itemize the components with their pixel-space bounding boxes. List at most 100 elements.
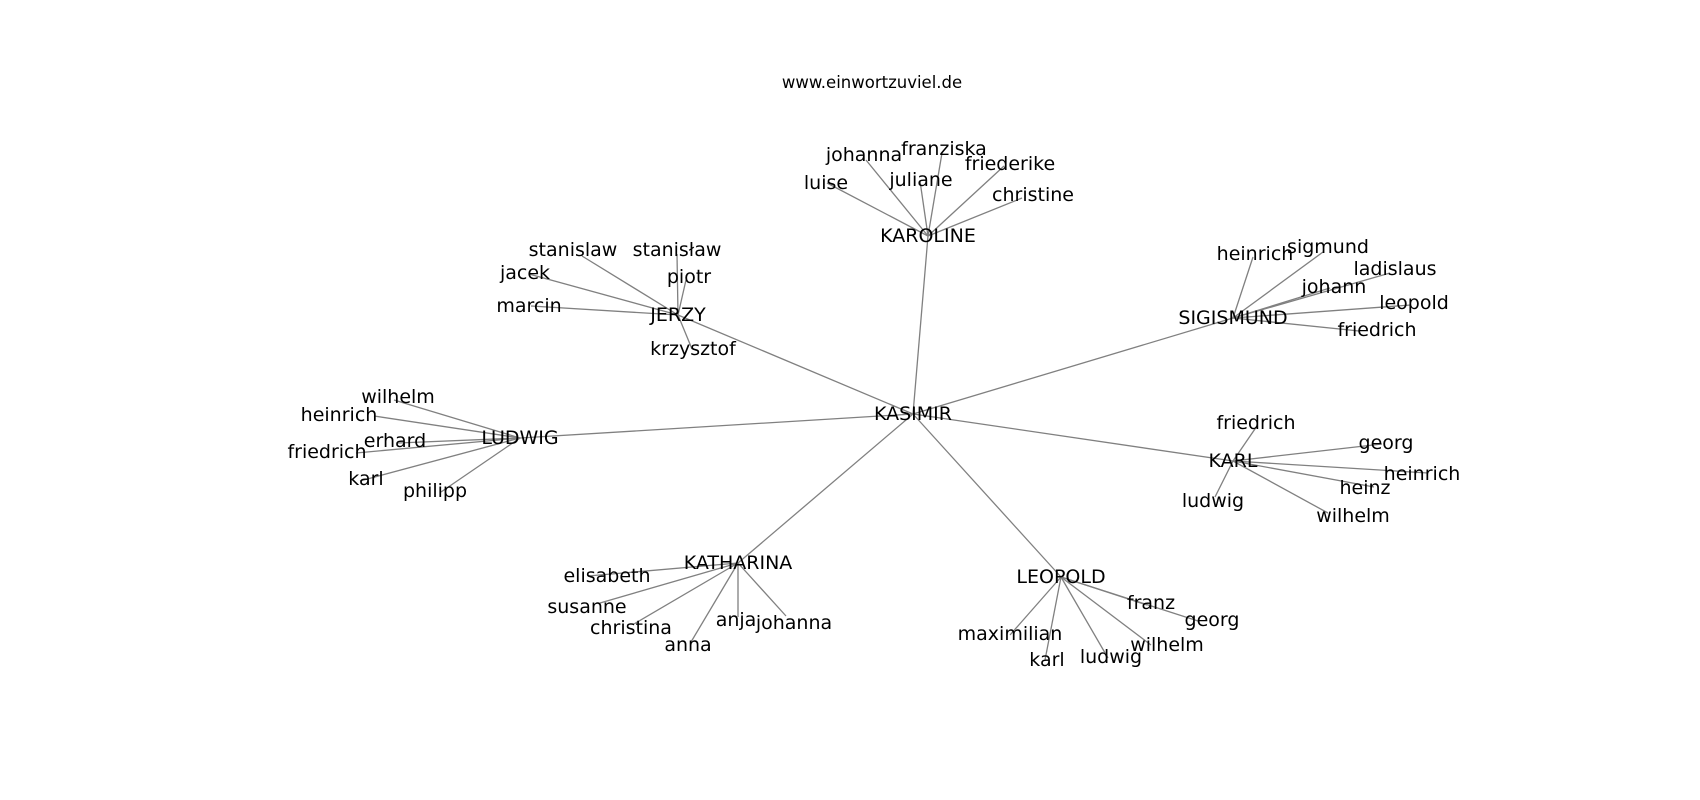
node-label-leopold-leaf-0: franz	[1127, 592, 1175, 614]
edge-katharina-4	[737, 562, 787, 617]
edge-root-katharina	[737, 413, 914, 564]
edge-leopold-1	[1060, 576, 1199, 622]
node-label-jerzy-leaf-3: piotr	[667, 266, 711, 288]
node-label-ludwig-leaf-5: philipp	[403, 480, 467, 502]
edge-jerzy-5	[677, 314, 693, 350]
edge-katharina-1	[599, 562, 739, 604]
node-label-katharina-leaf-2: christina	[590, 617, 672, 639]
node-label-karoline-leaf-4: friederike	[965, 153, 1055, 175]
node-label-ludwig-leaf-4: karl	[348, 468, 383, 490]
node-label-leopold: LEOPOLD	[1016, 566, 1105, 588]
node-label-ludwig-leaf-1: heinrich	[301, 404, 378, 426]
edge-root-sigismund	[912, 317, 1234, 415]
edge-sigismund-3	[1232, 287, 1331, 319]
edge-karoline-2	[927, 152, 943, 237]
edge-jerzy-3	[677, 279, 687, 316]
edge-karoline-4	[927, 165, 1005, 237]
edge-ludwig-3	[355, 437, 521, 454]
node-label-karl-leaf-2: heinrich	[1384, 463, 1461, 485]
node-label-katharina-leaf-4: johanna	[755, 612, 832, 634]
edge-ludwig-4	[359, 437, 521, 482]
edge-karoline-5	[927, 197, 1023, 237]
node-label-karl-leaf-4: ludwig	[1182, 490, 1244, 512]
edge-jerzy-2	[528, 273, 679, 316]
node-label-karoline-leaf-2: franziska	[901, 138, 987, 160]
node-label-jerzy-leaf-4: marcin	[496, 295, 561, 317]
node-label-karoline-leaf-3: juliane	[888, 169, 952, 191]
edge-ludwig-5	[440, 437, 521, 493]
node-label-ludwig-leaf-0: wilhelm	[361, 386, 435, 408]
edge-katharina-5	[690, 562, 739, 643]
node-label-root: KASIMIR	[874, 403, 952, 425]
edge-katharina-0	[587, 562, 739, 577]
edge-ludwig-2	[397, 437, 521, 444]
edge-root-leopold	[912, 413, 1062, 578]
edge-jerzy-1	[676, 253, 679, 316]
node-label-sigismund-leaf-3: johann	[1301, 276, 1367, 298]
node-label-karl-leaf-1: georg	[1359, 432, 1414, 454]
edge-karl-1	[1232, 443, 1383, 462]
edge-root-karl	[912, 413, 1234, 462]
node-label-sigismund-leaf-4: leopold	[1379, 292, 1449, 314]
node-label-karl: KARL	[1209, 450, 1258, 472]
edge-karl-0	[1232, 425, 1258, 462]
node-label-karoline-leaf-0: luise	[804, 172, 848, 194]
node-label-ludwig: LUDWIG	[481, 427, 558, 449]
edge-root-ludwig	[519, 413, 914, 439]
edge-katharina-2	[633, 562, 739, 625]
node-label-karl-leaf-0: friedrich	[1216, 412, 1295, 434]
node-label-katharina-leaf-5: anna	[664, 634, 711, 656]
node-label-karl-leaf-3: heinz	[1339, 477, 1390, 499]
edge-root-jerzy	[677, 314, 914, 415]
node-label-sigismund-leaf-2: ladislaus	[1353, 258, 1436, 280]
edge-karoline-0	[826, 182, 929, 237]
node-label-jerzy-leaf-0: stanislaw	[529, 239, 618, 261]
node-label-karoline-leaf-5: christine	[992, 184, 1074, 206]
edge-karl-5	[1232, 460, 1329, 514]
edge-leopold-2	[1009, 576, 1062, 636]
node-label-katharina-leaf-1: susanne	[547, 596, 626, 618]
edge-jerzy-0	[581, 255, 679, 316]
node-label-jerzy-leaf-1: stanisław	[633, 239, 722, 261]
edge-karoline-3	[919, 180, 929, 237]
node-label-katharina: KATHARINA	[684, 552, 793, 574]
node-label-katharina-leaf-3: anja	[716, 609, 757, 631]
edge-root-karoline	[912, 235, 929, 415]
edge-sigismund-1	[1232, 251, 1324, 319]
node-label-katharina-leaf-0: elisabeth	[563, 565, 650, 587]
node-label-leopold-leaf-2: maximilian	[958, 623, 1063, 645]
node-label-jerzy-leaf-2: jacek	[499, 262, 550, 284]
edge-leopold-4	[1060, 576, 1109, 659]
node-label-leopold-leaf-4: ludwig	[1080, 646, 1142, 668]
node-label-karl-leaf-5: wilhelm	[1316, 505, 1390, 527]
node-label-ludwig-leaf-2: erhard	[364, 430, 426, 452]
edges	[355, 152, 1429, 661]
node-label-ludwig-leaf-3: friedrich	[287, 441, 366, 463]
node-label-sigismund: SIGISMUND	[1178, 307, 1287, 329]
edge-karl-4	[1214, 460, 1234, 498]
node-label-karoline: KAROLINE	[880, 225, 976, 247]
node-label-sigismund-leaf-0: heinrich	[1217, 243, 1294, 265]
node-label-leopold-leaf-5: wilhelm	[1130, 634, 1204, 656]
node-label-leopold-leaf-3: karl	[1029, 649, 1064, 671]
node-label-jerzy: JERZY	[649, 304, 706, 326]
node-label-jerzy-leaf-5: krzysztof	[650, 338, 737, 360]
edge-leopold-5	[1060, 576, 1152, 646]
edge-ludwig-0	[393, 399, 521, 439]
edge-sigismund-4	[1232, 304, 1412, 319]
node-label-leopold-leaf-1: georg	[1185, 609, 1240, 631]
edge-sigismund-0	[1232, 256, 1254, 319]
edge-leopold-3	[1044, 576, 1062, 661]
node-label-sigismund-leaf-5: friedrich	[1337, 319, 1416, 341]
node-label-karoline-leaf-1: johanna	[825, 144, 902, 166]
diagram-title: www.einwortzuviel.de	[782, 73, 962, 92]
edge-ludwig-1	[373, 415, 521, 439]
edge-karl-2	[1232, 460, 1429, 474]
edge-karoline-1	[865, 159, 929, 237]
edge-karl-3	[1232, 460, 1375, 488]
edge-sigismund-5	[1232, 317, 1360, 332]
node-label-sigismund-leaf-1: sigmund	[1287, 236, 1369, 258]
edge-jerzy-4	[530, 305, 679, 316]
